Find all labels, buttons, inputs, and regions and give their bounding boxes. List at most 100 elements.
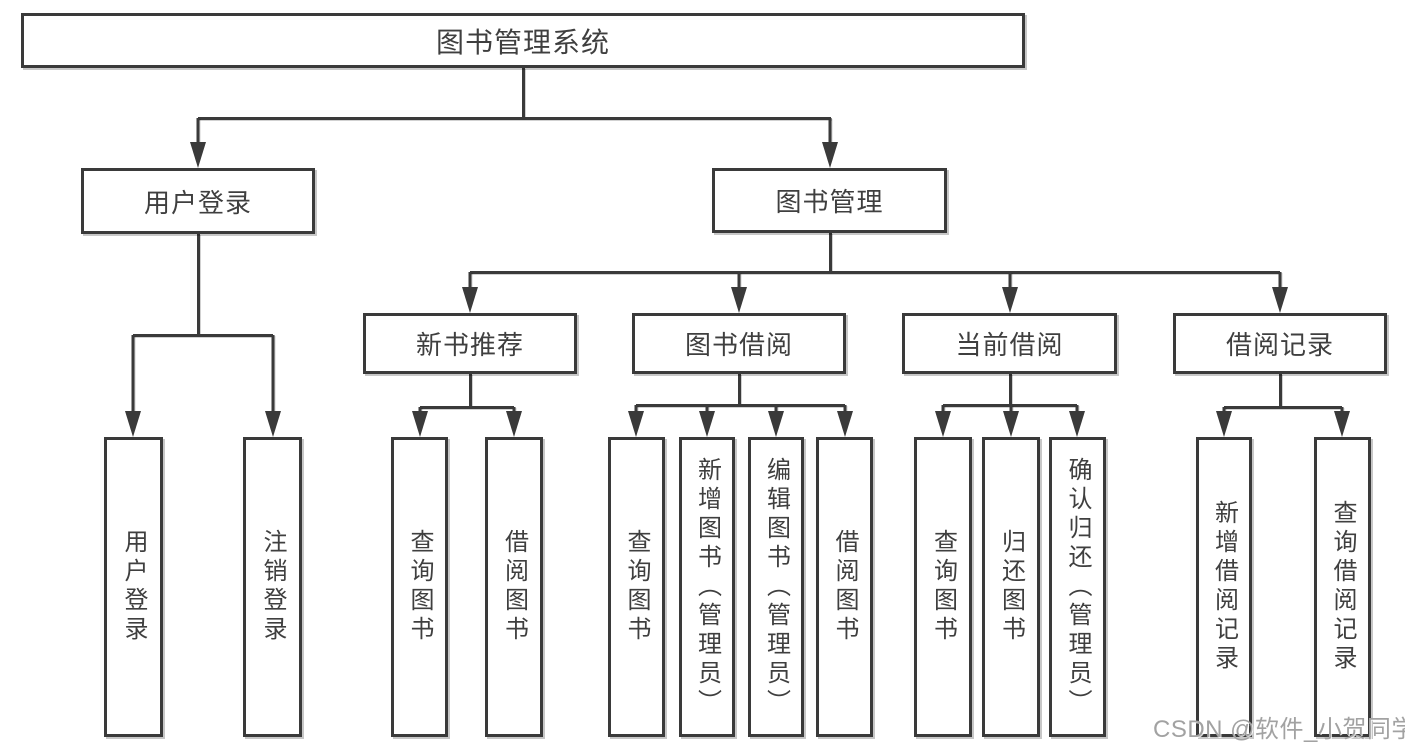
connector-arrow [125,335,141,437]
node-label-leaf-confirm-return: 确认归还（管理员） [1064,456,1091,718]
arrow-shaft [737,272,741,291]
node-leaf-edit-book: 编辑图书（管理员） [748,437,804,737]
arrow-shaft [131,335,135,415]
node-system-root: 图书管理系统 [21,13,1025,68]
connector-arrow [1069,405,1085,437]
connector-line [1008,374,1012,405]
connector-arrow [935,405,951,437]
arrow-shaft [774,405,778,415]
node-leaf-borrow-book-1: 借阅图书 [485,437,543,737]
connector-arrow [1003,405,1019,437]
node-label-book-management: 图书管理 [775,187,884,217]
arrow-head-icon [1003,411,1019,437]
arrow-head-icon [1272,287,1288,313]
arrow-head-icon [1002,287,1018,313]
connector-arrow [768,405,784,437]
arrow-head-icon [265,411,281,437]
node-leaf-add-book: 新增图书（管理员） [679,437,735,737]
arrow-head-icon [822,142,838,168]
connector-line [521,68,525,118]
node-leaf-query-record: 查询借阅记录 [1314,437,1371,737]
arrow-head-icon [768,411,784,437]
connector-line [1278,374,1282,407]
connector-arrow [190,118,206,168]
node-leaf-borrow-book-2: 借阅图书 [816,437,873,737]
arrow-head-icon [462,287,478,313]
node-user-login-branch: 用户登录 [81,168,315,234]
connector-arrow [731,272,747,313]
node-label-current-borrowing: 当前借阅 [955,330,1064,360]
arrow-shaft [468,272,472,291]
node-label-leaf-add-record: 新增借阅记录 [1210,500,1238,674]
node-label-leaf-query-book-3: 查询图书 [929,529,957,645]
connector-line [1224,405,1342,409]
arrow-shaft [828,118,832,146]
watermark: CSDN @软件_小贺同学 [1153,716,1405,743]
arrow-shaft [634,405,638,415]
arrow-shaft [196,118,200,146]
connector-line [196,234,200,335]
node-label-leaf-borrow-book-1: 借阅图书 [500,529,528,645]
connector-line [470,270,1280,274]
node-leaf-user-login: 用户登录 [104,437,163,737]
node-label-leaf-query-record: 查询借阅记录 [1329,500,1356,674]
node-label-book-borrowing: 图书借阅 [684,330,793,360]
arrow-head-icon [628,411,644,437]
arrow-shaft [705,405,709,415]
arrow-head-icon [412,411,428,437]
arrow-head-icon [837,411,853,437]
node-book-borrowing: 图书借阅 [632,313,846,374]
node-label-leaf-edit-book: 编辑图书（管理员） [762,456,790,718]
node-label-leaf-query-book-1: 查询图书 [406,529,433,645]
connector-arrow [628,405,644,437]
node-leaf-return-book: 归还图书 [982,437,1040,737]
connector-line [198,116,831,120]
connector-arrow [699,405,715,437]
connector-line [737,374,741,405]
connector-arrow [265,335,281,437]
node-leaf-query-book-3: 查询图书 [914,437,972,737]
arrow-shaft [1008,272,1012,291]
arrow-head-icon [1216,411,1232,437]
arrow-head-icon [935,411,951,437]
node-leaf-query-book-2: 查询图书 [608,437,665,737]
connector-line [468,374,472,407]
arrow-head-icon [731,287,747,313]
arrow-head-icon [699,411,715,437]
connector-arrow [1334,407,1350,437]
connector-arrow [1002,272,1018,313]
connector-arrow [1216,407,1232,437]
node-book-management: 图书管理 [712,168,947,233]
node-new-book-recommend: 新书推荐 [363,313,577,374]
node-label-borrowing-records: 借阅记录 [1225,330,1334,360]
arrow-shaft [1278,272,1282,291]
arrow-shaft [941,405,945,415]
connector-line [420,405,514,409]
connector-arrow [462,272,478,313]
connector-line [828,233,832,272]
node-label-leaf-user-login: 用户登录 [120,529,147,645]
connector-arrow [412,407,428,437]
node-label-new-book-recommend: 新书推荐 [415,330,524,360]
arrow-shaft [1075,405,1079,415]
node-label-leaf-add-book: 新增图书（管理员） [693,456,721,718]
arrow-shaft [1009,405,1013,415]
arrow-head-icon [190,142,206,168]
node-label-system-root: 图书管理系统 [435,26,610,58]
node-leaf-query-book-1: 查询图书 [391,437,448,737]
connector-arrow [822,118,838,168]
connector-line [133,333,273,337]
arrow-head-icon [1334,411,1350,437]
arrow-shaft [271,335,275,415]
connector-arrow [837,405,853,437]
connector-arrow [1272,272,1288,313]
node-current-borrowing: 当前借阅 [902,313,1117,374]
node-borrowing-records: 借阅记录 [1173,313,1387,374]
node-leaf-confirm-return: 确认归还（管理员） [1049,437,1106,737]
arrow-head-icon [1069,411,1085,437]
node-label-leaf-query-book-2: 查询图书 [623,529,650,645]
node-leaf-logout: 注销登录 [243,437,302,737]
node-label-leaf-logout: 注销登录 [259,529,286,645]
arrow-head-icon [125,411,141,437]
